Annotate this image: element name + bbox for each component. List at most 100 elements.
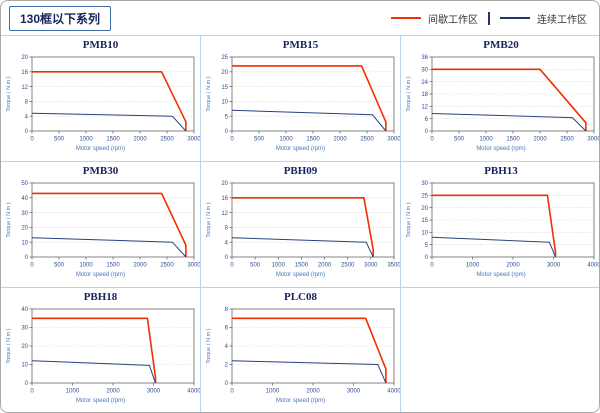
svg-text:25: 25 bbox=[421, 194, 428, 200]
svg-text:3000: 3000 bbox=[387, 137, 400, 143]
svg-text:50: 50 bbox=[21, 181, 28, 187]
svg-text:3000: 3000 bbox=[146, 389, 160, 395]
svg-text:1500: 1500 bbox=[506, 137, 520, 143]
svg-text:2000: 2000 bbox=[533, 137, 547, 143]
svg-text:4000: 4000 bbox=[587, 263, 600, 269]
svg-text:0: 0 bbox=[224, 255, 228, 261]
chart-title-plc08: PLC08 bbox=[284, 291, 317, 303]
x-axis-label-pmb15: Motor speed (rpm) bbox=[275, 146, 326, 152]
svg-text:15: 15 bbox=[421, 218, 428, 224]
svg-text:2500: 2500 bbox=[160, 263, 174, 269]
svg-text:4: 4 bbox=[24, 114, 28, 120]
svg-text:36: 36 bbox=[421, 55, 428, 61]
y-axis-label-pbh09: Torque ( N.m ) bbox=[206, 202, 212, 237]
continuous-zone-line-icon bbox=[500, 17, 530, 19]
svg-text:1500: 1500 bbox=[294, 263, 308, 269]
svg-text:2500: 2500 bbox=[360, 137, 374, 143]
intermittent-zone-line-icon bbox=[391, 17, 421, 19]
svg-text:0: 0 bbox=[30, 137, 34, 143]
svg-text:6: 6 bbox=[224, 326, 228, 332]
svg-text:0: 0 bbox=[230, 137, 234, 143]
svg-text:24: 24 bbox=[421, 80, 428, 86]
svg-text:1000: 1000 bbox=[79, 263, 93, 269]
svg-text:3000: 3000 bbox=[187, 263, 200, 269]
svg-text:30: 30 bbox=[21, 326, 28, 332]
svg-text:2000: 2000 bbox=[133, 263, 147, 269]
svg-text:16: 16 bbox=[21, 70, 28, 76]
svg-text:1000: 1000 bbox=[479, 137, 493, 143]
y-axis-label-pmb15: Torque ( N.m ) bbox=[206, 76, 212, 111]
svg-text:25: 25 bbox=[221, 55, 228, 61]
svg-text:500: 500 bbox=[253, 137, 264, 143]
x-axis-label-pbh18: Motor speed (rpm) bbox=[75, 398, 126, 404]
chart-title-pmb10: PMB10 bbox=[82, 39, 119, 51]
chart-title-pmb30: PMB30 bbox=[82, 165, 119, 177]
svg-text:1500: 1500 bbox=[106, 263, 120, 269]
svg-text:1000: 1000 bbox=[466, 263, 480, 269]
y-axis-label-pbh18: Torque ( N.m ) bbox=[6, 328, 12, 363]
svg-text:20: 20 bbox=[21, 344, 28, 350]
svg-text:2000: 2000 bbox=[506, 263, 520, 269]
page-title-text: 130框以下系列 bbox=[20, 11, 101, 26]
svg-text:10: 10 bbox=[421, 231, 428, 237]
chart-title-pmb20: PMB20 bbox=[483, 39, 519, 51]
svg-text:500: 500 bbox=[454, 137, 465, 143]
svg-text:10: 10 bbox=[21, 240, 28, 246]
svg-text:18: 18 bbox=[421, 92, 428, 98]
svg-text:1000: 1000 bbox=[265, 389, 279, 395]
chart-title-pbh18: PBH18 bbox=[83, 291, 118, 303]
svg-text:10: 10 bbox=[221, 100, 228, 106]
x-axis-label-pmb20: Motor speed (rpm) bbox=[476, 146, 526, 152]
svg-text:3000: 3000 bbox=[587, 137, 600, 143]
chart-title-pmb15: PMB15 bbox=[282, 39, 319, 51]
x-axis-label-pbh13: Motor speed (rpm) bbox=[476, 272, 526, 278]
y-axis-label-plc08: Torque ( N.m ) bbox=[206, 328, 212, 363]
svg-text:1000: 1000 bbox=[271, 263, 285, 269]
svg-text:3000: 3000 bbox=[187, 137, 200, 143]
chart-title-pbh13: PBH13 bbox=[484, 165, 518, 177]
svg-text:30: 30 bbox=[421, 181, 428, 187]
svg-text:0: 0 bbox=[425, 129, 429, 135]
svg-text:40: 40 bbox=[21, 196, 28, 202]
svg-text:0: 0 bbox=[30, 389, 34, 395]
svg-text:4000: 4000 bbox=[387, 389, 400, 395]
svg-text:20: 20 bbox=[221, 181, 228, 187]
svg-text:3000: 3000 bbox=[346, 389, 360, 395]
svg-text:500: 500 bbox=[250, 263, 261, 269]
svg-text:2500: 2500 bbox=[160, 137, 174, 143]
svg-text:1000: 1000 bbox=[279, 137, 293, 143]
svg-text:1500: 1500 bbox=[306, 137, 320, 143]
x-axis-label-plc08: Motor speed (rpm) bbox=[275, 398, 326, 404]
svg-text:0: 0 bbox=[430, 263, 434, 269]
x-axis-label-pmb10: Motor speed (rpm) bbox=[75, 146, 126, 152]
x-axis-label-pbh09: Motor speed (rpm) bbox=[275, 272, 326, 278]
svg-text:5: 5 bbox=[425, 243, 429, 249]
legend-divider bbox=[488, 11, 490, 25]
svg-text:0: 0 bbox=[24, 255, 28, 261]
svg-text:12: 12 bbox=[21, 85, 28, 91]
svg-text:0: 0 bbox=[224, 381, 228, 387]
svg-text:1500: 1500 bbox=[106, 137, 120, 143]
svg-text:8: 8 bbox=[24, 100, 28, 106]
y-axis-label-pbh13: Torque ( N.m ) bbox=[406, 202, 412, 237]
svg-text:12: 12 bbox=[221, 211, 228, 217]
svg-text:16: 16 bbox=[221, 196, 228, 202]
svg-text:4: 4 bbox=[224, 344, 228, 350]
svg-text:20: 20 bbox=[21, 226, 28, 232]
svg-text:500: 500 bbox=[53, 137, 64, 143]
svg-text:12: 12 bbox=[421, 105, 428, 111]
empty-cell bbox=[401, 288, 599, 412]
svg-text:2: 2 bbox=[224, 363, 228, 369]
